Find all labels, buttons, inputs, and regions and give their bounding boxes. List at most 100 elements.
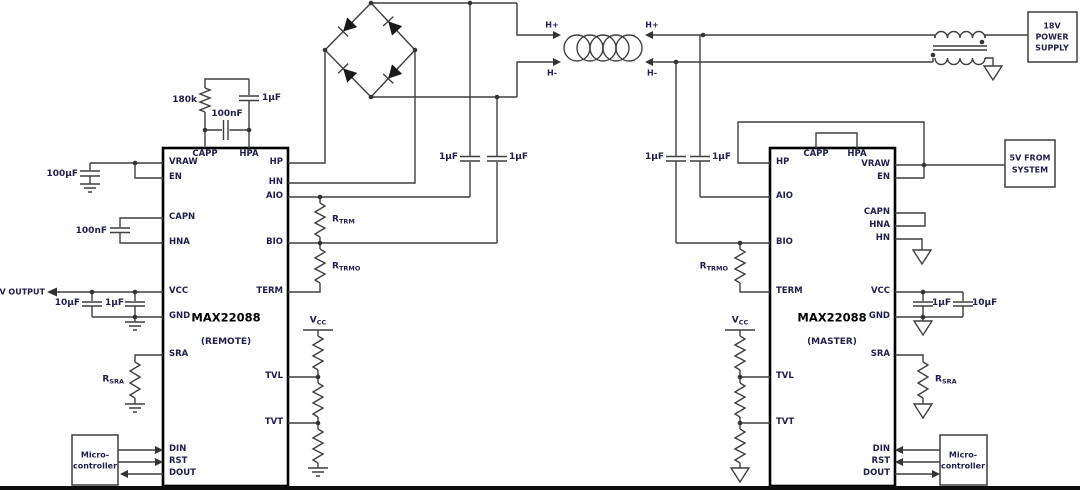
label-1uf-top: 1µF <box>262 92 282 103</box>
remote-pin-en: EN <box>169 172 182 183</box>
master-pin-din: DIN <box>872 444 890 455</box>
label-rtrm: RTRM <box>332 214 355 226</box>
remote-pin-hpa: HPA <box>239 149 259 160</box>
resistor-rtrm <box>313 202 327 238</box>
master-hp-vraw-loop <box>737 121 1005 179</box>
arrow-left-icon <box>47 287 57 297</box>
bottom-border <box>0 486 1080 490</box>
label-rsra-right: RSRA <box>935 374 957 386</box>
label-100nf-capn: 100nF <box>75 225 107 236</box>
label-rtrmo-left: RTRMO <box>332 261 361 273</box>
remote-pin-rst: RST <box>169 456 188 467</box>
sys5-line2: SYSTEM <box>1011 165 1049 175</box>
master-pin-tvl: TVL <box>776 371 794 382</box>
arrow-right-icon <box>553 58 561 66</box>
earth-ground-icon <box>125 403 145 413</box>
micro-left-line2: controller <box>72 461 118 471</box>
remote-pin-gnd: GND <box>169 311 191 322</box>
micro-left-line1: Micro- <box>80 450 110 460</box>
h-line-right <box>645 31 936 66</box>
coupling-transformer <box>933 30 1028 82</box>
remote-pin-capp: CAPP <box>192 149 218 160</box>
label-10uf-right: 10µF <box>972 297 998 308</box>
micro-right-line2: controller <box>940 461 986 471</box>
label-1uf-master-a: 1µF <box>644 151 664 162</box>
label-rtrmo-right: RTRMO <box>699 261 728 273</box>
triangle-ground-icon <box>729 467 751 484</box>
resistor-ladder <box>311 382 325 418</box>
microcontroller-box-right <box>895 434 988 486</box>
arrow-left-icon <box>645 31 653 39</box>
earth-ground-icon <box>308 467 328 477</box>
arrow-left-icon <box>120 470 128 478</box>
remote-pin-hna: HNA <box>169 237 190 248</box>
remote-pin-bio: BIO <box>266 237 283 248</box>
arrow-right-icon <box>155 446 163 454</box>
master-chip-variant: (MASTER) <box>807 336 857 347</box>
master-pin-rst: RST <box>871 456 890 467</box>
remote-capp-hpa-network <box>198 78 259 148</box>
resistor-ladder <box>311 335 325 371</box>
master-pin-bio: BIO <box>776 237 793 248</box>
psu18-line3: SUPPLY <box>1035 43 1069 53</box>
remote-pin-hp: HP <box>269 157 283 168</box>
diode-icon <box>382 16 403 36</box>
triangle-ground-icon <box>912 320 934 337</box>
label-rsra-left: RSRA <box>102 374 124 386</box>
label-hminus-left: H- <box>546 68 558 78</box>
arrow-right-icon <box>553 31 561 39</box>
label-hplus-left: H+ <box>545 20 559 30</box>
master-vcc-network <box>895 291 973 337</box>
arrow-right-icon <box>932 470 940 478</box>
master-pin-aio: AIO <box>776 191 793 202</box>
label-1uf-right: 1µF <box>932 297 952 308</box>
triangle-ground-icon <box>911 249 933 266</box>
master-aio-bio-network <box>666 35 770 293</box>
earth-ground-icon <box>80 183 100 193</box>
cap-10uf-right <box>953 292 973 317</box>
remote-pin-dout: DOUT <box>169 468 196 479</box>
master-pin-hpa: HPA <box>847 149 867 160</box>
remote-sra-network <box>125 354 163 413</box>
label-1uf-mid-right: 1µF <box>509 151 529 162</box>
microcontroller-box-left <box>71 434 163 486</box>
label-180k: 180k <box>172 94 197 105</box>
diode-bridge <box>324 1 416 99</box>
master-tv-ladder <box>725 329 770 484</box>
sys5-line1: 5V FROM <box>1009 153 1051 163</box>
master-pin-tvt: TVT <box>776 417 795 428</box>
h-line-left <box>288 2 561 184</box>
remote-pin-tvl: TVL <box>265 371 283 382</box>
label-1uf-left: 1µF <box>104 297 124 308</box>
remote-pin-vcc: VCC <box>169 286 189 297</box>
master-pin-dout: DOUT <box>863 468 890 479</box>
resistor-ladder <box>311 428 325 464</box>
remote-vcc-network <box>47 287 163 331</box>
master-pin-vcc: VCC <box>870 286 890 297</box>
remote-pin-tvt: TVT <box>264 417 283 428</box>
label-vcc-ladder-right: VCC <box>731 315 749 327</box>
label-hminus-right: H- <box>646 68 658 78</box>
resistor-rsra-left <box>128 361 142 399</box>
remote-pin-capn: CAPN <box>169 212 196 223</box>
label-1uf-mid-left: 1µF <box>438 151 458 162</box>
remote-chip-variant: (REMOTE) <box>200 336 252 347</box>
master-pin-hn: HN <box>875 233 890 244</box>
arrow-right-icon <box>155 458 163 466</box>
label-5v-output: 5V OUTPUT <box>0 287 45 297</box>
diode-icon <box>382 64 403 84</box>
arrow-left-icon <box>895 458 903 466</box>
resistor-ladder <box>733 335 747 371</box>
psu18-line1: 18V <box>1043 21 1061 31</box>
remote-pin-aio: AIO <box>266 191 283 202</box>
junction-dots <box>89 0 985 426</box>
micro-right-line1: Micro- <box>948 450 978 460</box>
remote-pin-hn: HN <box>268 177 283 188</box>
resistor-ladder <box>733 428 747 464</box>
transformer-core <box>933 45 987 51</box>
cap-1uf-left <box>125 292 145 317</box>
master-sra-network <box>895 354 934 420</box>
remote-vraw-network <box>80 162 163 193</box>
label-hplus-right: H+ <box>645 20 659 30</box>
